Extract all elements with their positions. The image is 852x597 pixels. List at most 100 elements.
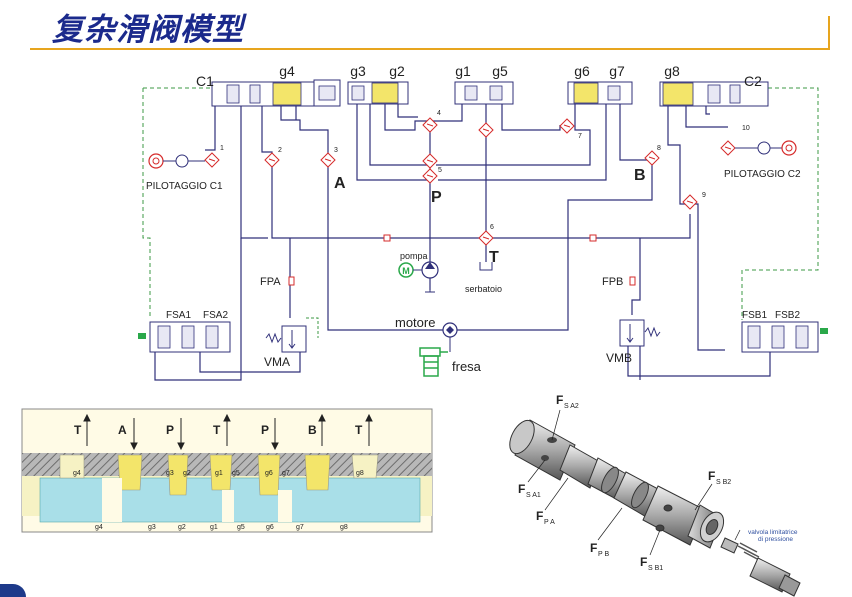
label-g1: g1 (455, 63, 471, 79)
orifice-number-6: 6 (490, 224, 494, 231)
section-port-p2: P (261, 423, 269, 437)
label-vma: VMA (264, 355, 290, 369)
label-fsb1-sub: S B1 (648, 565, 663, 572)
corner-logo-shape (0, 584, 26, 597)
pilot-c1-symbol (148, 153, 205, 169)
section-bottom-g5: g5 (237, 524, 245, 531)
spool-lands (559, 444, 725, 549)
cutter-symbol (419, 347, 448, 377)
valve-block-g6-g7 (567, 81, 633, 105)
section-port-t1: T (74, 423, 82, 437)
section-bottom-g1: g1 (210, 524, 218, 531)
label-fsb2-main: F (708, 469, 715, 483)
port-a: A (334, 175, 346, 192)
section-bottom-g8: g8 (340, 524, 348, 531)
valve-block-g1-g5 (454, 81, 514, 105)
label-pilot-c2: PILOTAGGIO C2 (724, 169, 801, 180)
label-valve-line2: di pressione (758, 536, 793, 543)
vma-symbol (265, 325, 307, 353)
label-c2: C2 (744, 73, 762, 89)
label-fsa1: FSA1 (166, 310, 191, 321)
section-edge-g1: g1 (215, 470, 223, 477)
label-fsb1-main: F (640, 555, 647, 569)
section-edge-g8: g8 (356, 470, 364, 477)
orifice-number-5: 5 (438, 167, 442, 174)
section-port-t3: T (355, 423, 363, 437)
section-bottom-g7: g7 (296, 524, 304, 531)
pilot-line-right (741, 87, 819, 320)
label-fsa2-main: F (556, 393, 563, 407)
valve-block-c2 (659, 81, 769, 107)
fsb-valve-block (741, 321, 828, 353)
vmb-symbol (619, 319, 661, 347)
section-bottom-g6: g6 (266, 524, 274, 531)
section-edge-g5: g5 (232, 470, 240, 477)
label-fsb2-sub: S B2 (716, 479, 731, 486)
label-fpa: FPA (260, 276, 281, 288)
label-valve-line1: valvola limitatrice (748, 529, 798, 536)
label-pompa: pompa (400, 251, 428, 261)
section-bottom-g4: g4 (95, 524, 103, 531)
orifice-number-1: 1 (220, 145, 224, 152)
pilot-line-left (142, 88, 151, 318)
label-fsa1-sub: S A1 (526, 492, 541, 499)
label-pilot-c1: PILOTAGGIO C1 (146, 181, 223, 192)
orifice-number-9: 9 (702, 192, 706, 199)
valve-block-c1 (211, 79, 341, 107)
fsa-valve-block (138, 321, 231, 353)
label-fpa-sub: P A (544, 519, 555, 526)
label-fsa1-main: F (518, 482, 525, 496)
label-g8: g8 (664, 63, 680, 79)
hydraulic-schematic: C1 g4 g3 g2 g1 g5 g6 g7 g8 C2 1 2 3 4 5 (138, 63, 828, 381)
label-fpb: FPB (602, 276, 623, 288)
spool-cross-section: T A P T P B T g4 g3 g2 g1 g5 g6 g7 g8 g4… (21, 408, 433, 533)
label-g5: g5 (492, 63, 508, 79)
main-lines (154, 104, 771, 381)
pump-symbol: M (398, 261, 439, 293)
label-fsb1: FSB1 (742, 310, 767, 321)
label-fpa-main: F (536, 509, 543, 523)
callout-lines (527, 409, 741, 556)
section-bottom-g3: g3 (148, 524, 156, 531)
label-g4: g4 (279, 63, 295, 79)
section-edge-g6: g6 (265, 470, 273, 477)
section-port-a: A (118, 423, 127, 437)
label-fsa2: FSA2 (203, 310, 228, 321)
spool-left-sleeve (509, 419, 576, 481)
restrictor-marks (288, 234, 636, 286)
orifice-number-2: 2 (278, 147, 282, 154)
section-edge-g7: g7 (282, 470, 290, 477)
slide-title: 复杂滑阀模型 (52, 12, 244, 48)
label-vmb: VMB (606, 351, 632, 365)
label-c1: C1 (196, 73, 214, 89)
title-corner-rule (828, 16, 830, 50)
section-bottom-g2: g2 (178, 524, 186, 531)
label-g6: g6 (574, 63, 590, 79)
port-b: B (634, 167, 646, 184)
orifice-symbols (204, 117, 736, 246)
orifice-number-7: 7 (578, 133, 582, 140)
label-g3: g3 (350, 63, 366, 79)
section-edge-g4: g4 (73, 470, 81, 477)
orifice-number-8: 8 (657, 145, 661, 152)
label-fsa2-sub: S A2 (564, 403, 579, 410)
label-g7: g7 (609, 63, 625, 79)
orifice-number-4: 4 (437, 110, 441, 117)
section-edge-g2: g2 (183, 470, 191, 477)
label-fpb-sub: P B (598, 551, 609, 558)
section-port-b: B (308, 423, 317, 437)
spool-3d-illustration: F S A2 F S A1 F P A F P B F S B1 F S B2 … (509, 393, 801, 597)
label-fpb-main: F (590, 541, 597, 555)
svg-text:M: M (402, 266, 410, 276)
section-port-t2: T (213, 423, 221, 437)
tank-symbol (479, 262, 493, 271)
pilot-c2-symbol (735, 140, 797, 156)
label-serbatoio: serbatoio (465, 284, 502, 294)
valve-block-g3-g2 (347, 81, 409, 105)
pilot-line-vma (306, 317, 319, 338)
label-fresa: fresa (452, 359, 482, 374)
title-underline (30, 48, 830, 50)
label-fsb2: FSB2 (775, 310, 800, 321)
port-p: P (431, 189, 442, 206)
